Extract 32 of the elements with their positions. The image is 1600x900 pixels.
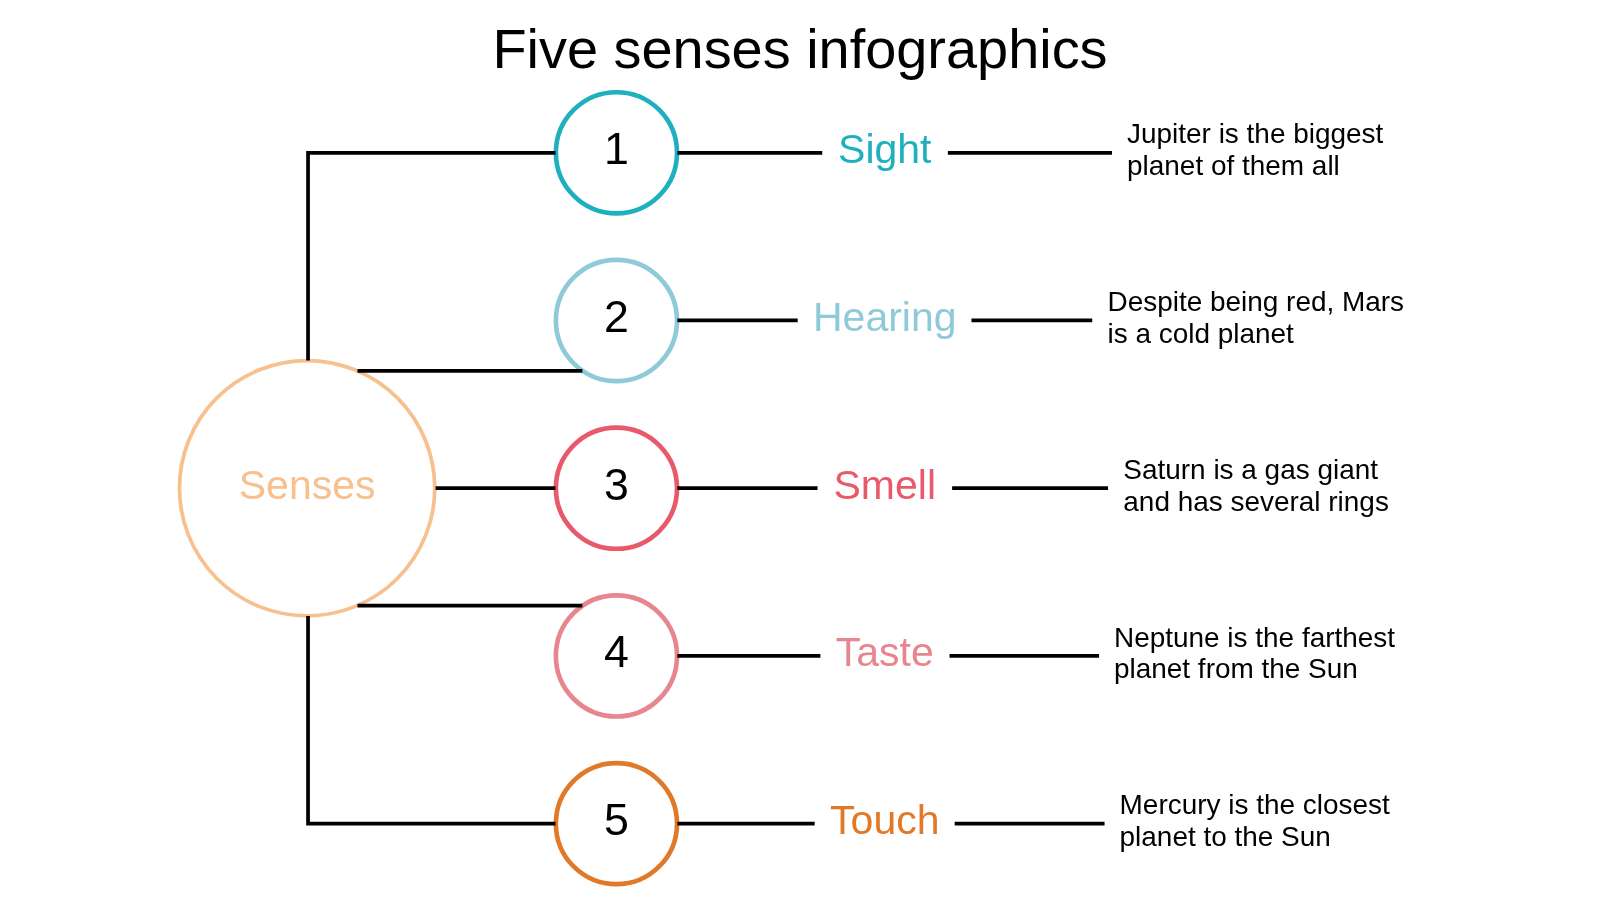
node-circle: 3 [553, 425, 680, 552]
connector [677, 654, 821, 658]
node-circle: 2 [553, 257, 680, 384]
node-text: Neptune is the farthest planet from the Sun [1114, 621, 1396, 685]
connector [677, 486, 818, 491]
node-circle: 4 [553, 593, 680, 719]
node-circle: 5 [553, 760, 680, 887]
connector [949, 654, 1100, 658]
node-text: Smell [833, 461, 937, 508]
connector [952, 486, 1109, 491]
node-text: Mercury is the closest planet to the Sun [1119, 789, 1390, 852]
node-text: Hearing [813, 293, 957, 340]
connector [357, 603, 583, 608]
node-text: Saturn is a gas giant and has several rings [1123, 453, 1389, 517]
connector [954, 821, 1105, 826]
node-circle: 1 [553, 89, 680, 216]
connector [677, 150, 823, 155]
connector [947, 150, 1112, 155]
connector [306, 615, 556, 826]
node-circle: Senses [177, 358, 437, 618]
connector [435, 486, 556, 491]
connector [306, 150, 556, 361]
connector [677, 318, 798, 323]
connector [971, 318, 1093, 323]
node-text: Despite being red, Mars is a cold planet [1107, 286, 1405, 349]
node-text: Sight [838, 126, 932, 173]
node-text: Taste [835, 629, 934, 676]
node-text: Jupiter is the biggest planet of them all [1127, 118, 1384, 182]
node-text: Touch [830, 797, 940, 844]
diagram-title: Five senses infographics [492, 16, 1108, 80]
connector [677, 821, 815, 826]
connector [357, 368, 583, 373]
